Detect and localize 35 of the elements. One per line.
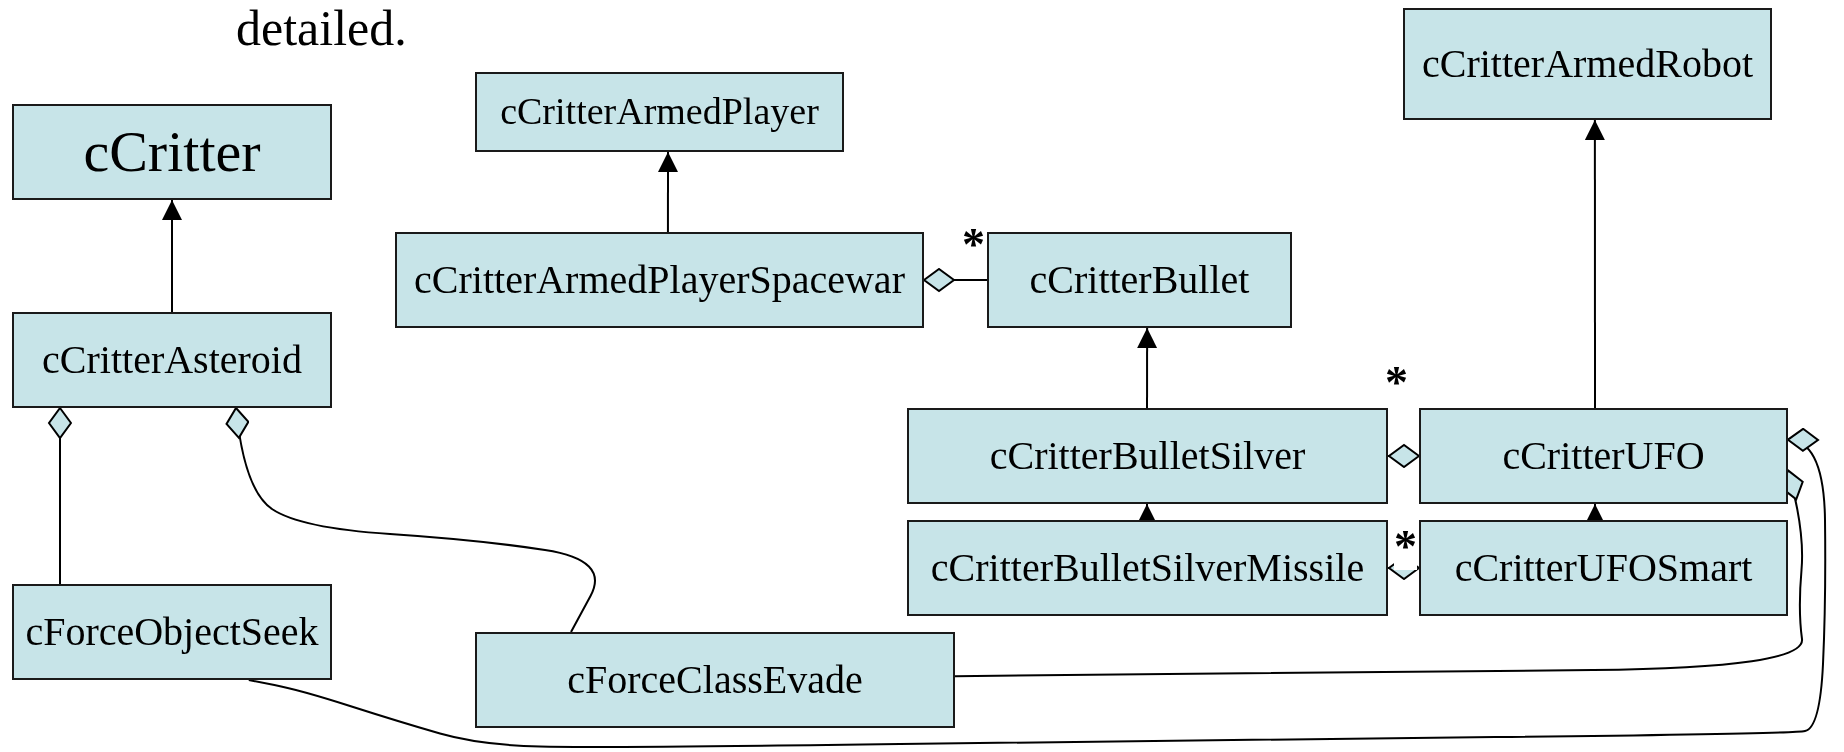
class-name: cCritterUFO <box>1502 434 1705 478</box>
class-box <box>1419 520 1788 616</box>
class-box <box>395 232 924 328</box>
class-box <box>475 632 955 728</box>
class-box <box>1419 408 1788 504</box>
class-name: cCritterBulletSilver <box>989 434 1306 478</box>
aggregation-line <box>247 429 1827 748</box>
class-name: cCritterUFOSmart <box>1454 546 1753 590</box>
inheritance-arrow <box>162 199 182 313</box>
aggregation-line <box>954 469 1804 678</box>
class-name: cForceObjectSeek <box>25 610 319 654</box>
aggregation-line <box>1387 444 1420 468</box>
class-box <box>987 232 1292 328</box>
inheritance-arrow <box>1584 119 1605 409</box>
class-box <box>907 520 1388 616</box>
aggregation-line <box>225 407 596 633</box>
class-box <box>907 408 1388 504</box>
class-name: cCritterAsteroid <box>42 338 302 382</box>
class-name: cForceClassEvade <box>567 658 863 702</box>
class-box <box>475 72 844 152</box>
aggregation-line <box>923 268 988 292</box>
inheritance-arrow <box>658 151 678 233</box>
heading-text: detailed. <box>236 0 407 58</box>
class-box <box>12 584 332 680</box>
inheritance-arrow <box>1137 327 1158 409</box>
class-name: cCritterBullet <box>1029 258 1250 302</box>
class-name: cCritterArmedPlayerSpacewar <box>414 258 905 302</box>
class-box <box>12 104 332 200</box>
class-box <box>12 312 332 408</box>
class-name: cCritterArmedRobot <box>1421 42 1753 86</box>
class-name: cCritter <box>83 120 261 184</box>
aggregation-line <box>48 407 72 585</box>
class-box <box>1403 8 1772 120</box>
class-name: cCritterArmedPlayer <box>500 91 819 133</box>
class-name: cCritterBulletSilverMissile <box>930 546 1365 590</box>
